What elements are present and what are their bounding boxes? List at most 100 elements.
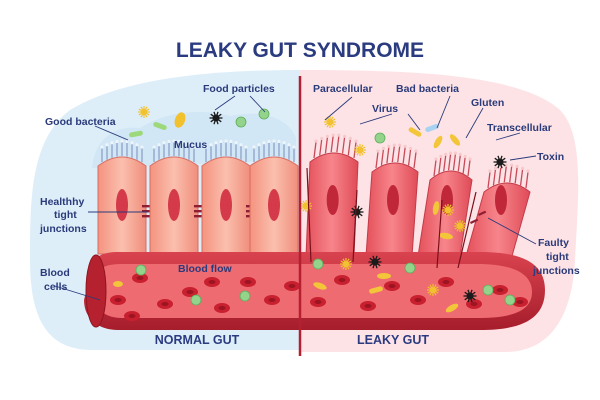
blood-cell-center bbox=[137, 276, 144, 280]
microvillus-tip bbox=[444, 153, 447, 156]
microvillus-tip bbox=[404, 145, 407, 148]
microvillus-tip bbox=[343, 135, 346, 138]
section-label-leaky: LEAKY GUT bbox=[357, 333, 429, 347]
microvillus-tip bbox=[262, 141, 265, 144]
label-blood-cells-1: Blood bbox=[40, 267, 70, 279]
microvillus-tip bbox=[140, 145, 143, 148]
microvillus-tip bbox=[252, 145, 255, 148]
section-label-normal: NORMAL GUT bbox=[155, 333, 240, 347]
blood-cell-center bbox=[315, 300, 322, 304]
virus-body bbox=[445, 207, 451, 213]
label-transcellular: Transcellular bbox=[487, 122, 552, 134]
toxin-body bbox=[213, 115, 220, 122]
microvillus-tip bbox=[157, 143, 160, 146]
nucleus bbox=[168, 189, 180, 221]
microvillus-tip bbox=[287, 143, 290, 146]
blood-cell bbox=[214, 303, 230, 313]
blood-cell bbox=[284, 281, 300, 291]
microvillus-tip bbox=[272, 139, 275, 142]
microvillus-tip bbox=[354, 139, 357, 142]
microvillus-tip bbox=[398, 144, 401, 147]
microvillus-tip bbox=[115, 140, 118, 143]
microvillus-tip bbox=[234, 141, 237, 144]
gluten-particle bbox=[377, 273, 391, 279]
microvillus-tip bbox=[100, 145, 103, 148]
blood-cell-center bbox=[129, 314, 136, 318]
food-particle bbox=[236, 117, 246, 127]
toxin-body bbox=[372, 259, 379, 266]
microvillus-tip bbox=[105, 143, 108, 146]
label-healthy-tight-junctions-2: tight bbox=[54, 209, 77, 221]
microvillus-tip bbox=[454, 152, 457, 155]
microvillus-tip bbox=[349, 137, 352, 140]
blood-cell bbox=[124, 311, 140, 321]
food-particle bbox=[240, 291, 250, 301]
blood-cell bbox=[204, 277, 220, 287]
blood-cell-center bbox=[497, 288, 504, 292]
microvillus-tip bbox=[393, 144, 396, 147]
blood-vessel-opening bbox=[86, 255, 106, 327]
blood-cell-center bbox=[245, 280, 252, 284]
microvillus-tip bbox=[387, 145, 390, 148]
label-healthy-tight-junctions-3: junctions bbox=[39, 223, 87, 235]
microvillus-tip bbox=[332, 134, 335, 137]
blood-cell-center bbox=[517, 300, 524, 304]
microvillus-tip bbox=[337, 134, 340, 137]
food-particle bbox=[191, 295, 201, 305]
microvillus-tip bbox=[244, 145, 247, 148]
microvillus-tip bbox=[257, 143, 260, 146]
virus-body bbox=[430, 287, 436, 293]
blood-cell bbox=[360, 301, 376, 311]
blood-cell-center bbox=[365, 304, 372, 308]
blood-cell bbox=[157, 299, 173, 309]
food-particle bbox=[483, 285, 493, 295]
blood-cell bbox=[110, 295, 126, 305]
blood-cell-center bbox=[389, 284, 396, 288]
microvillus-tip bbox=[494, 167, 497, 170]
label-paracellular: Paracellular bbox=[313, 83, 373, 95]
toxin-body bbox=[467, 293, 474, 300]
microvillus-tip bbox=[110, 141, 113, 144]
microvillus-tip bbox=[526, 169, 529, 172]
food-particle bbox=[375, 133, 385, 143]
label-blood-cells-2: cells bbox=[44, 281, 68, 293]
microvillus-tip bbox=[120, 139, 123, 142]
blood-cell-center bbox=[219, 306, 226, 310]
microvillus-tip bbox=[292, 145, 295, 148]
nucleus bbox=[327, 185, 339, 215]
microvillus-tip bbox=[468, 157, 471, 160]
microvillus-tip bbox=[135, 143, 138, 146]
nucleus bbox=[268, 189, 280, 221]
blood-cell bbox=[492, 285, 508, 295]
microvillus-tip bbox=[214, 141, 217, 144]
microvillus-tip bbox=[229, 140, 232, 143]
label-faulty-tight-junctions-3: junctions bbox=[532, 265, 580, 277]
microvillus-tip bbox=[219, 140, 222, 143]
microvillus-tip bbox=[434, 157, 437, 160]
microvillus-tip bbox=[125, 140, 128, 143]
label-good-bacteria: Good bacteria bbox=[45, 116, 116, 128]
nucleus bbox=[220, 189, 232, 221]
microvillus-tip bbox=[209, 143, 212, 146]
nucleus bbox=[116, 189, 128, 221]
food-particle bbox=[405, 263, 415, 273]
blood-cell-center bbox=[209, 280, 216, 284]
blood-vessel-lumen bbox=[96, 264, 532, 318]
virus-body bbox=[343, 261, 349, 267]
blood-cell bbox=[310, 297, 326, 307]
label-bad-bacteria: Bad bacteria bbox=[396, 83, 459, 95]
microvillus-tip bbox=[320, 137, 323, 140]
microvillus-tip bbox=[162, 141, 165, 144]
microvillus-tip bbox=[510, 164, 513, 167]
microvillus-tip bbox=[459, 153, 462, 156]
microvillus-tip bbox=[439, 155, 442, 158]
microvillus-tip bbox=[516, 165, 519, 168]
virus-body bbox=[357, 147, 363, 153]
microvillus-tip bbox=[382, 147, 385, 150]
blood-cell-center bbox=[443, 280, 450, 284]
label-virus: Virus bbox=[372, 103, 398, 115]
toxin-body bbox=[497, 159, 504, 166]
blood-cell bbox=[410, 295, 426, 305]
microvillus-tip bbox=[488, 169, 491, 172]
